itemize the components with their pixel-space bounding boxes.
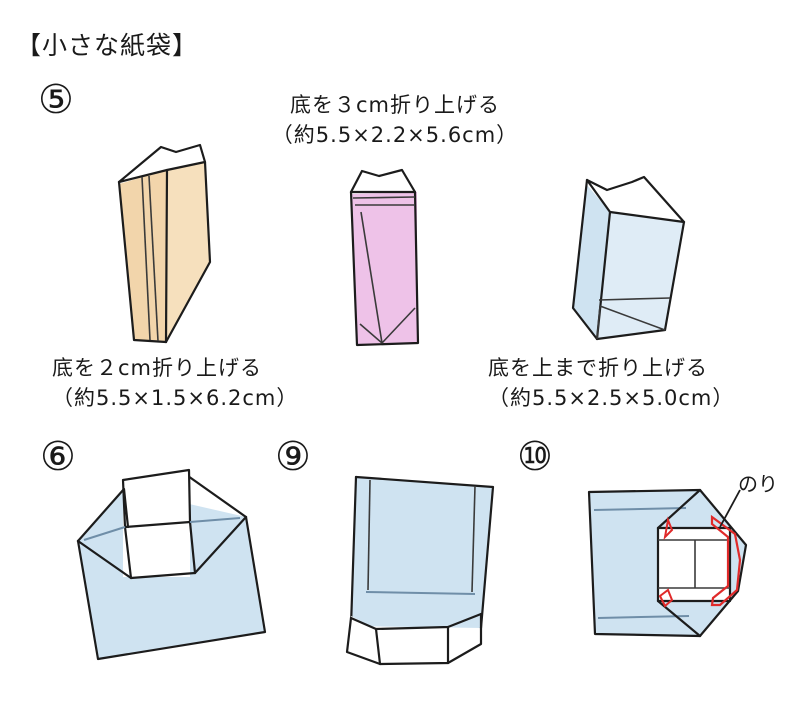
- step-10-number: ⑩: [517, 434, 553, 480]
- caption-middle-line2: （約5.5×2.2×5.6cm）: [271, 123, 519, 147]
- step-6-illustration: [76, 468, 267, 661]
- pink-bag: [349, 168, 420, 347]
- caption-right-line1: 底を上まで折り上げる: [488, 356, 708, 380]
- step-9-illustration: [345, 475, 495, 666]
- caption-left-line1: 底を２cm折り上げる: [52, 356, 263, 380]
- orange-bag: [117, 143, 212, 344]
- step-9-number: ⑨: [275, 434, 311, 480]
- caption-right: 底を上まで折り上げる （約5.5×2.5×5.0cm）: [488, 353, 734, 413]
- caption-middle-line1: 底を３cm折り上げる: [289, 93, 500, 117]
- caption-right-line2: （約5.5×2.5×5.0cm）: [488, 386, 735, 410]
- glue-label: のり: [738, 472, 778, 496]
- caption-middle: 底を３cm折り上げる （約5.5×2.2×5.6cm）: [240, 90, 550, 150]
- step-5-number: ⑤: [38, 77, 74, 123]
- step-10-illustration: [587, 488, 748, 638]
- caption-left-line2: （約5.5×1.5×6.2cm）: [52, 386, 299, 410]
- step-6-number: ⑥: [40, 434, 76, 480]
- caption-left: 底を２cm折り上げる （約5.5×1.5×6.2cm）: [52, 353, 298, 413]
- page-title: 【小さな紙袋】: [16, 31, 199, 60]
- blue-bag: [571, 175, 686, 341]
